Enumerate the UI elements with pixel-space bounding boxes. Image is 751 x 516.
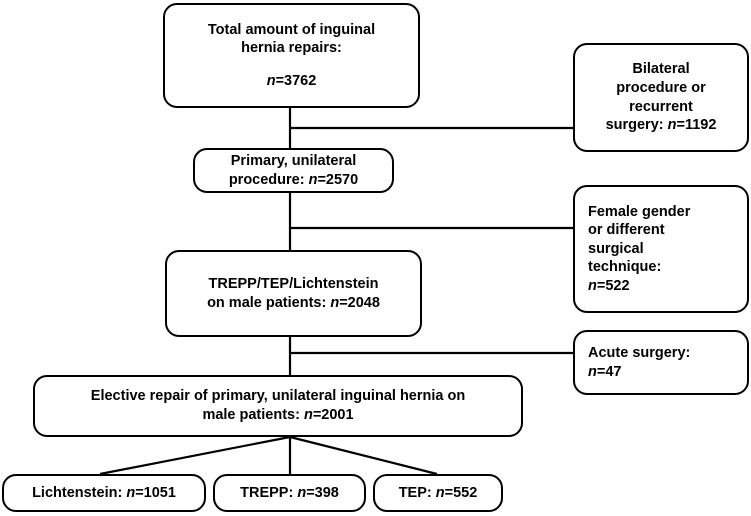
n-value: =2048: [339, 294, 380, 311]
node-female-technique-count: n=522: [575, 277, 630, 296]
node-trepp-count: TREPP: n=398: [240, 484, 339, 503]
node-female-technique-line-4: technique:: [588, 259, 662, 276]
node-acute-surgery: Acute surgery: n=47: [573, 330, 749, 395]
value-prefix: TEP:: [398, 484, 436, 501]
node-trepp: TREPP: n=398: [213, 474, 366, 512]
node-female-technique-line-3: surgical: [588, 240, 644, 257]
node-total-repairs-line-2: hernia repairs:: [241, 40, 342, 57]
value-prefix: surgery:: [605, 117, 668, 134]
node-bilateral-recurrent-line-3: recurrent: [629, 98, 693, 115]
n-symbol: n: [588, 277, 597, 294]
node-female-technique-line-2: or different: [588, 222, 665, 239]
connector-fan-lichtenstein: [99, 435, 291, 476]
node-bilateral-recurrent-count: surgery: n=1192: [606, 116, 717, 135]
n-symbol: n: [297, 484, 307, 501]
n-value: =47: [596, 363, 622, 380]
node-bilateral-recurrent: Bilateral procedure or recurrent surgery…: [573, 43, 749, 152]
node-lichtenstein-count: Lichtenstein: n=1051: [32, 484, 176, 503]
n-symbol: n: [435, 484, 445, 501]
node-primary-unilateral: Primary, unilateral procedure: n=2570: [193, 148, 394, 193]
n-value: =3762: [275, 72, 317, 89]
node-acute-surgery-line-1: Acute surgery:: [588, 344, 691, 361]
value-prefix: Lichtenstein:: [32, 484, 127, 501]
n-value: =552: [444, 484, 478, 501]
node-female-technique: Female gender or different surgical tech…: [573, 185, 749, 313]
n-value: =522: [596, 277, 630, 294]
value-prefix: male patients:: [202, 407, 304, 423]
n-value: =398: [306, 484, 339, 501]
n-symbol: n: [330, 294, 340, 311]
n-symbol: n: [308, 171, 318, 188]
n-symbol: n: [126, 484, 136, 501]
node-tep: TEP: n=552: [373, 474, 503, 512]
node-total-repairs-line-1: Total amount of inguinal: [207, 21, 376, 38]
value-prefix: procedure:: [228, 171, 309, 188]
node-elective-repair-line-1: Elective repair of primary, unilateral i…: [90, 388, 466, 405]
n-value: =2001: [312, 407, 354, 423]
node-primary-unilateral-count: procedure: n=2570: [229, 171, 358, 190]
node-technique-male-line-1: TREPP/TEP/Lichtenstein: [208, 275, 379, 292]
n-symbol: n: [303, 407, 313, 423]
node-elective-repair-count: male patients: n=2001: [202, 406, 353, 425]
node-acute-surgery-count: n=47: [575, 363, 621, 382]
n-value: =1192: [676, 117, 717, 134]
node-technique-male: TREPP/TEP/Lichtenstein on male patients:…: [165, 250, 422, 337]
n-symbol: n: [266, 72, 276, 89]
node-bilateral-recurrent-line-1: Bilateral: [632, 61, 690, 78]
node-total-repairs-count: n=3762: [267, 72, 317, 91]
node-bilateral-recurrent-line-2: procedure or: [616, 79, 706, 96]
node-tep-count: TEP: n=552: [399, 484, 478, 503]
value-prefix: TREPP:: [240, 484, 298, 501]
node-primary-unilateral-line-1: Primary, unilateral: [230, 152, 357, 169]
node-total-repairs: Total amount of inguinal hernia repairs:…: [163, 3, 420, 108]
node-female-technique-line-1: Female gender: [588, 203, 691, 220]
n-value: =1051: [135, 484, 176, 501]
n-value: =2570: [317, 171, 359, 188]
value-prefix: on male patients:: [207, 294, 331, 311]
node-elective-repair: Elective repair of primary, unilateral i…: [33, 375, 523, 437]
n-symbol: n: [667, 117, 677, 134]
node-technique-male-count: on male patients: n=2048: [207, 294, 380, 313]
node-lichtenstein: Lichtenstein: n=1051: [2, 474, 206, 512]
connector-fan-tep: [289, 435, 438, 476]
n-symbol: n: [588, 363, 597, 380]
